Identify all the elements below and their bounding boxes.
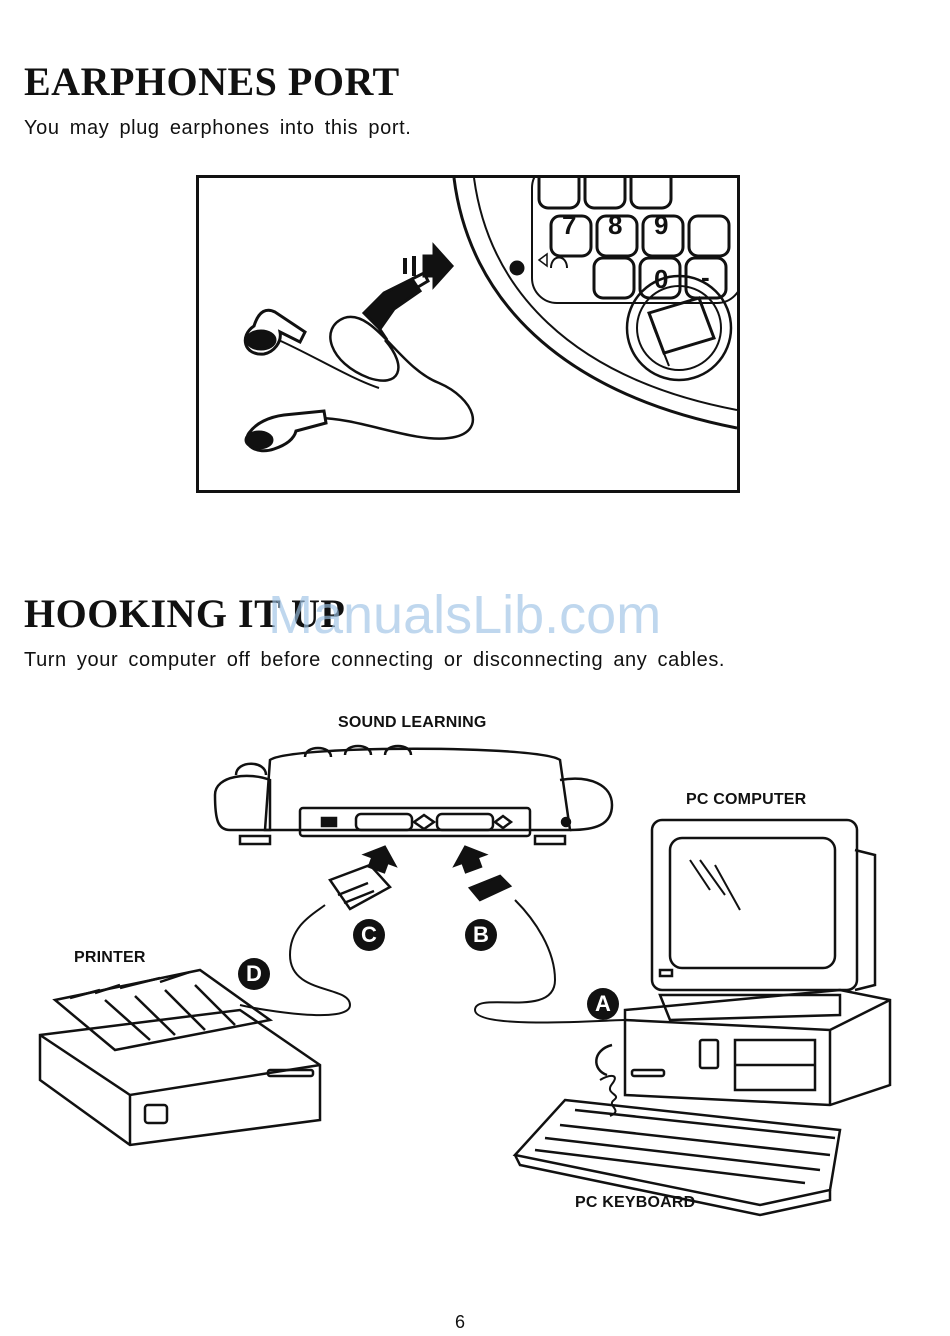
svg-text:7: 7 — [562, 210, 576, 240]
sound-learning-unit-drawing — [215, 746, 612, 844]
hooking-instruction-text: Turn your computer off before connecting… — [24, 650, 725, 670]
svg-text:9: 9 — [654, 210, 668, 240]
connector-marker-d: D — [238, 958, 270, 990]
printer-drawing — [40, 970, 320, 1145]
hookup-drawing — [0, 700, 950, 1240]
earphones-instruction-text: You may plug earphones into this port. — [24, 118, 411, 138]
connector-marker-b: B — [465, 919, 497, 951]
label-pc-computer: PC COMPUTER — [686, 792, 806, 808]
label-sound-learning: SOUND LEARNING — [338, 715, 487, 731]
pc-keyboard-drawing — [515, 1045, 840, 1215]
watermark-text: ManualsLib.com — [268, 588, 661, 642]
pc-computer-drawing — [625, 820, 890, 1105]
label-printer: PRINTER — [74, 950, 146, 966]
svg-text:-: - — [701, 262, 710, 292]
hookup-diagram — [0, 700, 950, 1240]
connector-marker-a: A — [587, 988, 619, 1020]
page-number: 6 — [455, 1312, 465, 1333]
label-pc-keyboard: PC KEYBOARD — [575, 1195, 695, 1211]
svg-text:8: 8 — [608, 210, 622, 240]
section-title-earphones-port: EARPHONES PORT — [24, 62, 400, 102]
connector-marker-c: C — [353, 919, 385, 951]
